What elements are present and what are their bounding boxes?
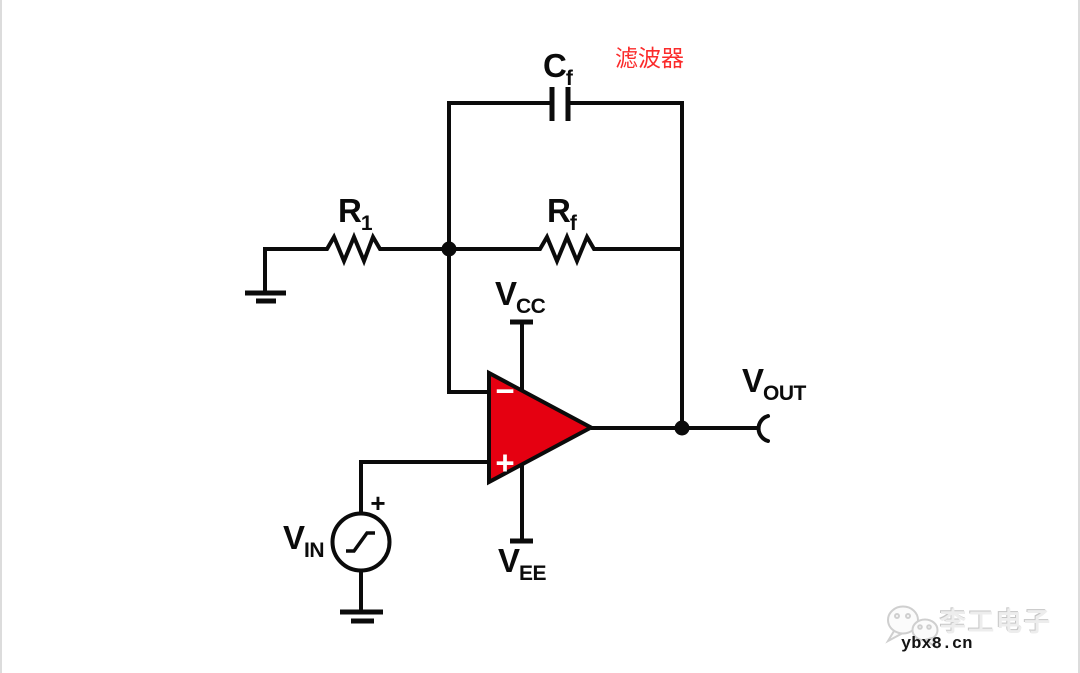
filter-annotation: 滤波器: [615, 45, 684, 71]
feedback-resistor-symbol: [449, 231, 682, 267]
junction-dot-output-node: [674, 420, 690, 436]
opamp-triangle: [487, 369, 596, 486]
vin-label: VIN: [283, 519, 325, 562]
opamp-noninverting-sign: +: [495, 443, 515, 481]
cf-label: Cf: [543, 47, 573, 90]
ground-symbol-left: [245, 290, 286, 304]
output-terminal-icon: [756, 414, 770, 443]
r1-label: R1: [338, 192, 373, 235]
vout-label: VOUT: [742, 362, 806, 405]
rf-label: Rf: [547, 192, 577, 235]
input-resistor-symbol: [263, 231, 449, 291]
ground-symbol-input: [340, 609, 383, 624]
watermark-site: ybx8.cn: [901, 635, 973, 654]
opamp-inverting-sign: −: [495, 371, 515, 409]
vcc-label: VCC: [495, 275, 546, 318]
junction-dot-summing-node: [441, 241, 457, 257]
inverting-node-wire: [447, 101, 491, 394]
noninverting-input-wire: [359, 460, 491, 513]
input-source-symbol: [330, 511, 392, 573]
source-polarity-sign: +: [370, 488, 386, 518]
wechat-logo-icon: [885, 605, 939, 650]
vee-label: VEE: [498, 542, 547, 585]
feedback-capacitor-symbol: [549, 87, 571, 121]
ramp-signal-icon: [346, 531, 375, 553]
watermark-brand: 李工电子: [940, 607, 1053, 637]
